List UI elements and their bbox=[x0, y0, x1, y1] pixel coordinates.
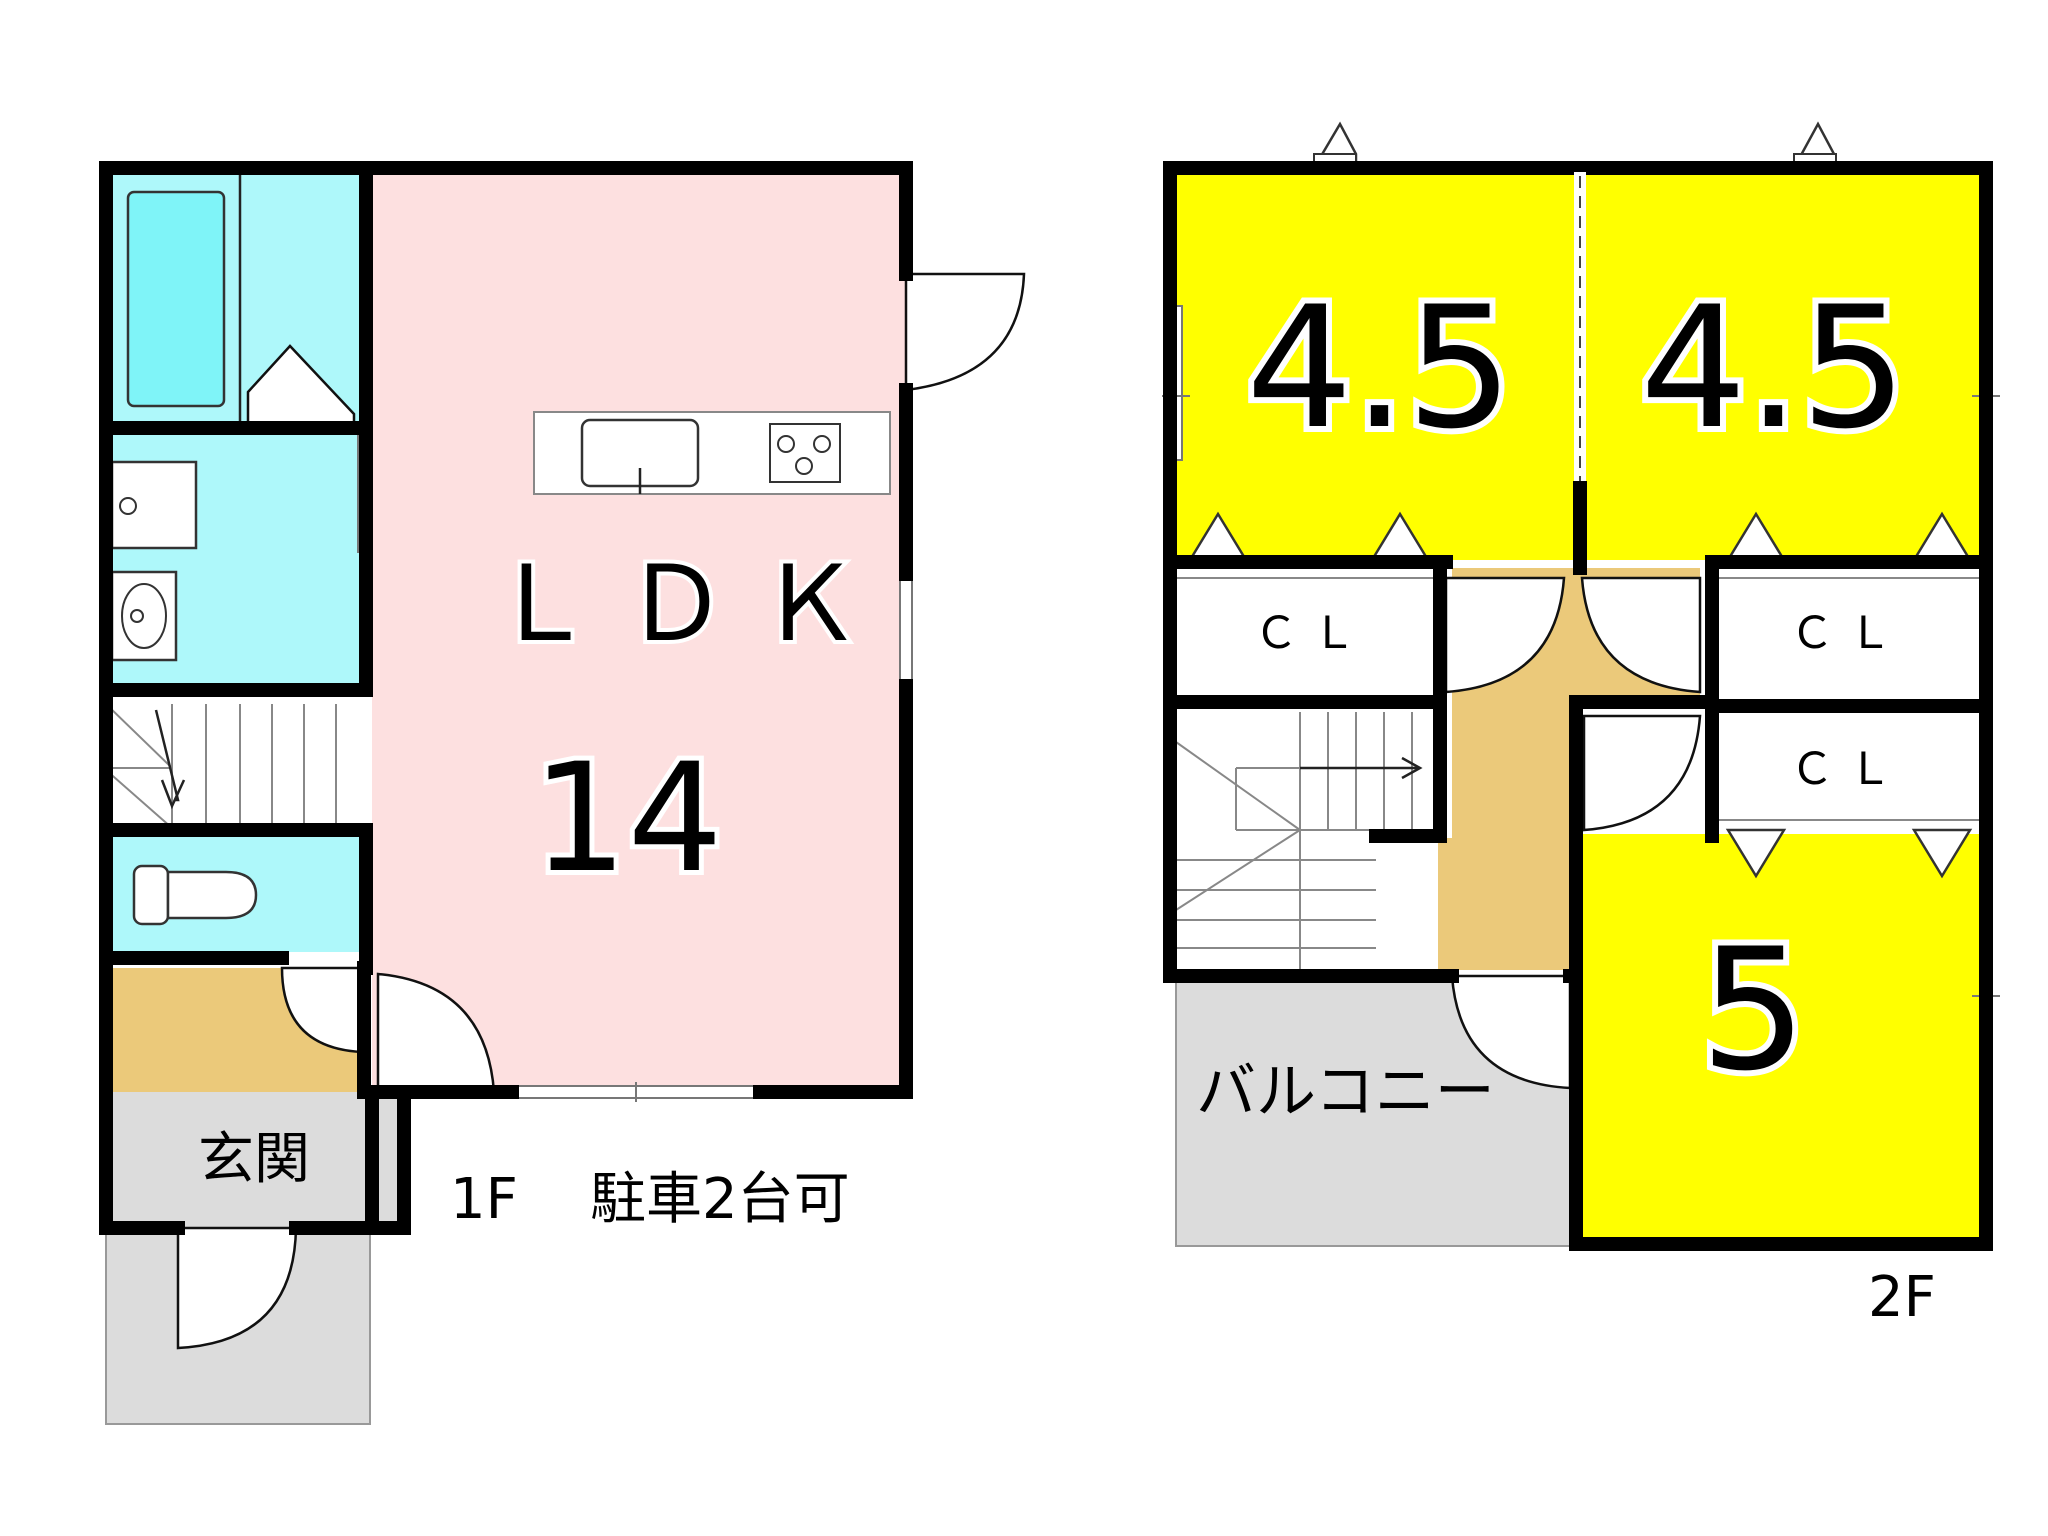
bedroom-b-size: 4.5 bbox=[1640, 270, 1907, 466]
front-door bbox=[176, 1226, 298, 1350]
floor-2-label: 2F bbox=[1868, 1265, 1936, 1330]
window-ldk-right bbox=[899, 573, 913, 687]
toilet-bowl bbox=[166, 870, 258, 920]
door-bedroom-c bbox=[1582, 714, 1702, 832]
bedroom-a-size: 4.5 bbox=[1246, 270, 1513, 466]
toilet-tank bbox=[132, 864, 170, 926]
bedroom-a bbox=[1176, 168, 1576, 560]
toilet-door bbox=[280, 966, 364, 1054]
bedroom-c-size: 5 bbox=[1700, 912, 1807, 1108]
side-door bbox=[904, 272, 1026, 392]
entrance-area bbox=[106, 1092, 404, 1228]
floor-1-label: 1F bbox=[450, 1167, 518, 1232]
closet-c bbox=[1718, 712, 1986, 830]
floor-2: 4.5 4.5 5 ＣＬ ＣＬ ＣＬ バルコニー 2F bbox=[1162, 121, 2000, 1330]
closet-c-label: ＣＬ bbox=[1790, 744, 1906, 795]
floor-1: ＬＤＫ 14 玄関 1F 駐車2台可 bbox=[99, 161, 1026, 1425]
door-closet-a-hall bbox=[1444, 576, 1566, 694]
ldk-label: ＬＤＫ bbox=[490, 543, 892, 665]
closet-b bbox=[1718, 568, 1986, 696]
ldk-size: 14 bbox=[532, 732, 723, 906]
balcony-label: バルコニー bbox=[1196, 1057, 1495, 1127]
bedroom-c bbox=[1582, 834, 1986, 1244]
stairs-1f bbox=[106, 704, 364, 828]
ldk-room bbox=[372, 168, 906, 1092]
entrance-label: 玄関 bbox=[198, 1127, 310, 1192]
closet-a-label: ＣＬ bbox=[1254, 608, 1370, 659]
door-bedroom-b-hall bbox=[1580, 576, 1702, 694]
bedroom-b bbox=[1582, 168, 1986, 560]
bath-tub bbox=[126, 190, 226, 408]
door-balcony bbox=[1450, 974, 1572, 1090]
stove bbox=[769, 423, 841, 483]
parking-label: 駐車2台可 bbox=[590, 1167, 850, 1232]
bath-door bbox=[246, 344, 356, 424]
closet-a bbox=[1176, 568, 1440, 696]
closet-b-label: ＣＬ bbox=[1790, 608, 1906, 659]
